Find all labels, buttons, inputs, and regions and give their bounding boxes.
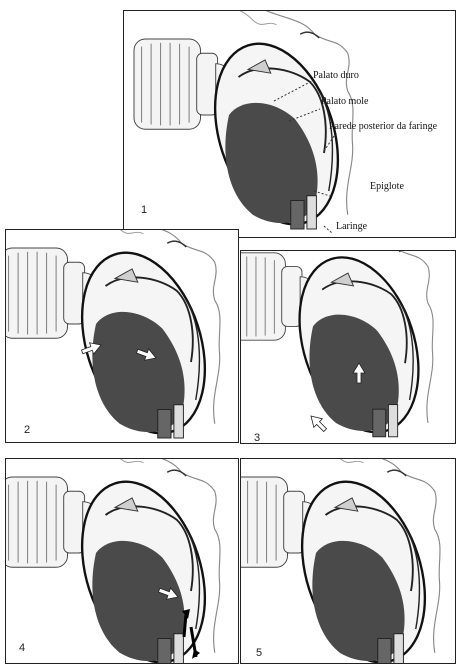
panel-number: 4	[19, 642, 25, 654]
label-soft-palate: Palato mole	[321, 97, 369, 107]
sagittal-illustration-3	[241, 251, 456, 444]
panel-number: 1	[141, 204, 147, 216]
label-hard-palate: Palato duro	[313, 71, 359, 81]
sagittal-illustration-5	[241, 459, 456, 664]
label-larynx: Laringe	[336, 222, 367, 232]
panel-5: 5	[240, 458, 456, 664]
panel-number: 3	[254, 432, 260, 444]
panel-number: 5	[256, 647, 262, 659]
panel-2: 2	[5, 229, 239, 443]
sagittal-illustration-2	[6, 230, 239, 443]
panel-4: 4	[5, 458, 239, 664]
arrow-icon	[307, 412, 330, 435]
label-posterior-pharynx: Parede posterior da faringe	[329, 122, 437, 132]
panel-1: Palato duro Palato mole Parede posterior…	[123, 10, 456, 238]
label-epiglottis: Epiglote	[370, 182, 404, 192]
panel-number: 2	[24, 424, 30, 436]
sagittal-illustration-4	[6, 459, 239, 664]
panel-3: 3	[240, 250, 456, 444]
